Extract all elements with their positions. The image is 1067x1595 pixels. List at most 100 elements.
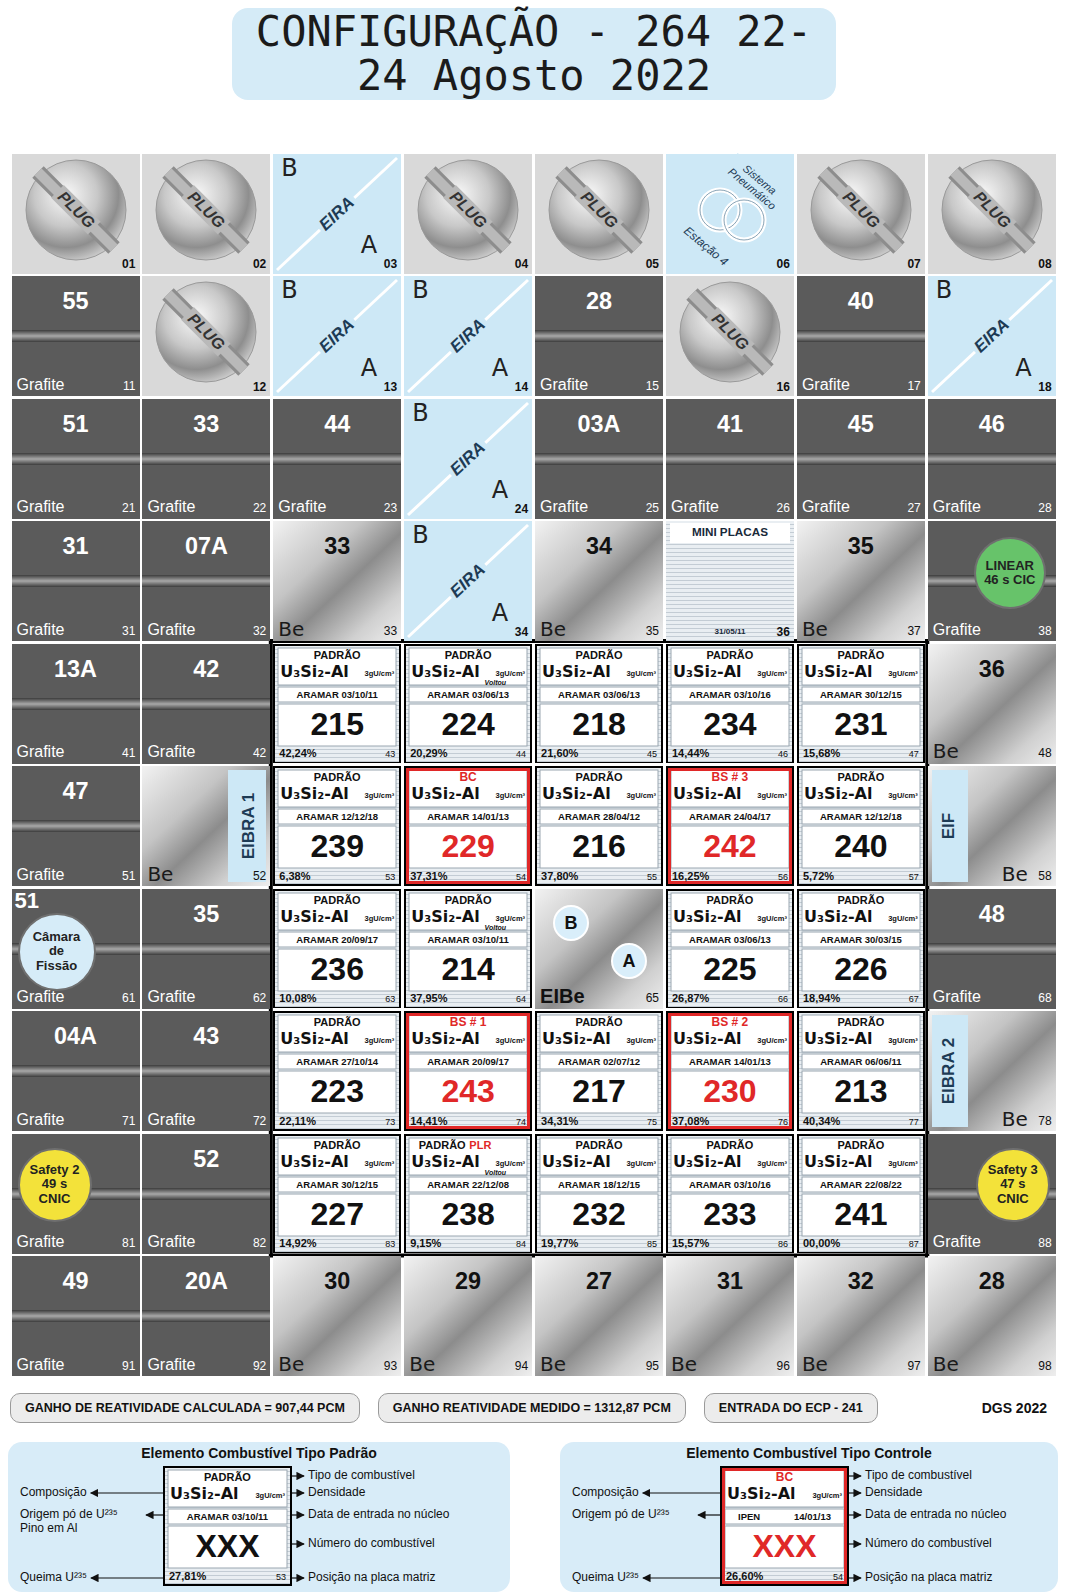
callout-label: Posição na placa matriz bbox=[308, 1570, 435, 1584]
material-label: Be bbox=[933, 1352, 959, 1376]
burnup: 15,68% bbox=[803, 747, 840, 759]
graphite-cell: 51Grafite21 bbox=[12, 399, 140, 519]
title-panel: CONFIGURAÇÃO - 264 22-24 Agosto 2022 bbox=[232, 8, 836, 100]
fuel-type: PADRÃO bbox=[165, 1471, 290, 1483]
material-label: Be bbox=[1002, 1107, 1028, 1131]
beryllium-cell: 30Be93 bbox=[273, 1256, 401, 1376]
mini-plates-label: MINI PLACAS bbox=[666, 525, 794, 538]
detector-circle: Safety 3 47 s CNIC bbox=[976, 1148, 1050, 1222]
device-label: EIBRA 1 bbox=[239, 793, 259, 859]
side-label: A bbox=[492, 476, 508, 504]
side-label: B bbox=[281, 276, 297, 304]
composition: U₃Si₂-Al bbox=[411, 907, 480, 926]
composition: U₃Si₂-Al bbox=[673, 1152, 742, 1171]
density: 3gU/cm³ bbox=[495, 791, 525, 800]
composition: U₃Si₂-Al bbox=[673, 907, 742, 926]
position-number: 98 bbox=[1038, 1359, 1051, 1373]
material-label: Grafite bbox=[802, 376, 850, 394]
element-number: 29 bbox=[404, 1268, 532, 1295]
burnup: 20,29% bbox=[410, 747, 447, 759]
element-number: 55 bbox=[12, 288, 140, 315]
material-label: Be bbox=[409, 1352, 435, 1376]
position-number: 43 bbox=[385, 749, 395, 759]
reactivity-box: GANHO DE REATIVIDADE CALCULADA = 907,44 … bbox=[10, 1393, 360, 1423]
position-number: 78 bbox=[1038, 1114, 1051, 1128]
position-number: 35 bbox=[646, 624, 659, 638]
fuel-type: PADRÃO bbox=[799, 894, 923, 906]
burnup: 15,57% bbox=[672, 1237, 709, 1249]
callout-label: Origem pó de U²³⁵ Pino em Al bbox=[20, 1507, 142, 1535]
graphite-cell: 03AGrafite25 bbox=[535, 399, 663, 519]
composition: U₃Si₂-Al bbox=[673, 1029, 742, 1048]
position-number: 67 bbox=[909, 994, 919, 1004]
origin-date: ARAMAR 12/12/18 bbox=[275, 811, 399, 822]
beryllium-cell: 34Be35 bbox=[535, 521, 663, 641]
position-number: 04 bbox=[515, 257, 528, 271]
leader-arrow bbox=[849, 1543, 861, 1544]
device-label: EIF bbox=[939, 813, 959, 839]
reactivity-note: ENTRADA DO ECP - 241 bbox=[719, 1401, 863, 1415]
density: 3gU/cm³ bbox=[626, 791, 656, 800]
composition: U₃Si₂-Al bbox=[280, 662, 349, 681]
fuel-type: BS # 3 bbox=[668, 770, 792, 784]
mini-plates-cell: MINI PLACAS31/05/1136 bbox=[666, 521, 794, 641]
position-number: 45 bbox=[647, 749, 657, 759]
material-label: Grafite bbox=[933, 988, 981, 1006]
density: 3gU/cm³ bbox=[626, 669, 656, 678]
element-number: 48 bbox=[928, 901, 1056, 928]
side-label: A bbox=[361, 231, 377, 259]
origin-date: ARAMAR 03/10/16 bbox=[668, 689, 792, 700]
side-label: B bbox=[936, 276, 952, 304]
legend-panel: PADRÃOU₃Si₂-Al3gU/cm³ARAMAR 03/10/11XXX2… bbox=[8, 1442, 510, 1592]
position-number: 82 bbox=[253, 1236, 266, 1250]
leader-arrow bbox=[292, 1514, 304, 1515]
density: 3gU/cm³ bbox=[757, 914, 787, 923]
fuel-number: 217 bbox=[537, 1071, 661, 1111]
element-number: 40 bbox=[797, 288, 925, 315]
element-number: 42 bbox=[142, 656, 270, 683]
position-number: 47 bbox=[909, 749, 919, 759]
element-number: 27 bbox=[535, 1268, 663, 1295]
position-number: 53 bbox=[276, 1572, 286, 1582]
side-label: A bbox=[492, 599, 508, 627]
origin-date: ARAMAR 03/10/11 bbox=[406, 934, 530, 945]
position-number: 68 bbox=[1038, 991, 1051, 1005]
burnup: 27,81% bbox=[169, 1570, 206, 1582]
burnup: 00,00% bbox=[803, 1237, 840, 1249]
fuel-number: 224 bbox=[406, 704, 530, 744]
position-number: 52 bbox=[253, 869, 266, 883]
position-number: 13 bbox=[384, 380, 397, 394]
position-number: 42 bbox=[253, 746, 266, 760]
position-number: 17 bbox=[907, 379, 920, 393]
origin-date: ARAMAR 20/09/17 bbox=[275, 934, 399, 945]
position-number: 62 bbox=[253, 991, 266, 1005]
fuel-number: 231 bbox=[799, 704, 923, 744]
origin-date: ARAMAR 20/09/17 bbox=[406, 1056, 530, 1067]
plug-cell: PLUG01 bbox=[12, 154, 140, 274]
position-number: 41 bbox=[122, 746, 135, 760]
position-number: 63 bbox=[385, 994, 395, 1004]
fuel-element: PADRÃOU₃Si₂-Al3gU/cm³ARAMAR 03/06/132182… bbox=[535, 644, 663, 764]
fuel-element: PADRÃOU₃Si₂-Al3gU/cm³ARAMAR 03/10/162331… bbox=[666, 1134, 794, 1254]
position-number: 77 bbox=[909, 1117, 919, 1127]
leader-arrow bbox=[849, 1475, 861, 1476]
beryllium-cell: 36Be48 bbox=[928, 644, 1056, 764]
position-number: 03 bbox=[384, 257, 397, 271]
position-number: 31 bbox=[122, 624, 135, 638]
side-label: A bbox=[361, 354, 377, 382]
graphite-cell: Câmara de Fissão51Grafite61 bbox=[12, 889, 140, 1009]
position-number: 92 bbox=[253, 1359, 266, 1373]
title: CONFIGURAÇÃO - 264 22-24 Agosto 2022 bbox=[249, 10, 819, 98]
position-number: 12 bbox=[253, 380, 266, 394]
density: 3gU/cm³ bbox=[888, 1159, 918, 1168]
composition: U₃Si₂-Al bbox=[804, 907, 873, 926]
fuel-type: PADRÃO bbox=[537, 1016, 661, 1028]
burnup: 14,44% bbox=[672, 747, 709, 759]
position-number: 87 bbox=[909, 1239, 919, 1249]
graphite-cell: LINEAR 46 s CICGrafite38 bbox=[928, 521, 1056, 641]
origin-date: ARAMAR 06/06/11 bbox=[799, 1056, 923, 1067]
fuel-type: PADRÃO bbox=[668, 894, 792, 906]
composition: U₃Si₂-Al bbox=[727, 1484, 796, 1503]
leader-arrow bbox=[91, 1492, 163, 1493]
origin-date: ARAMAR 22/12/08 bbox=[406, 1179, 530, 1190]
